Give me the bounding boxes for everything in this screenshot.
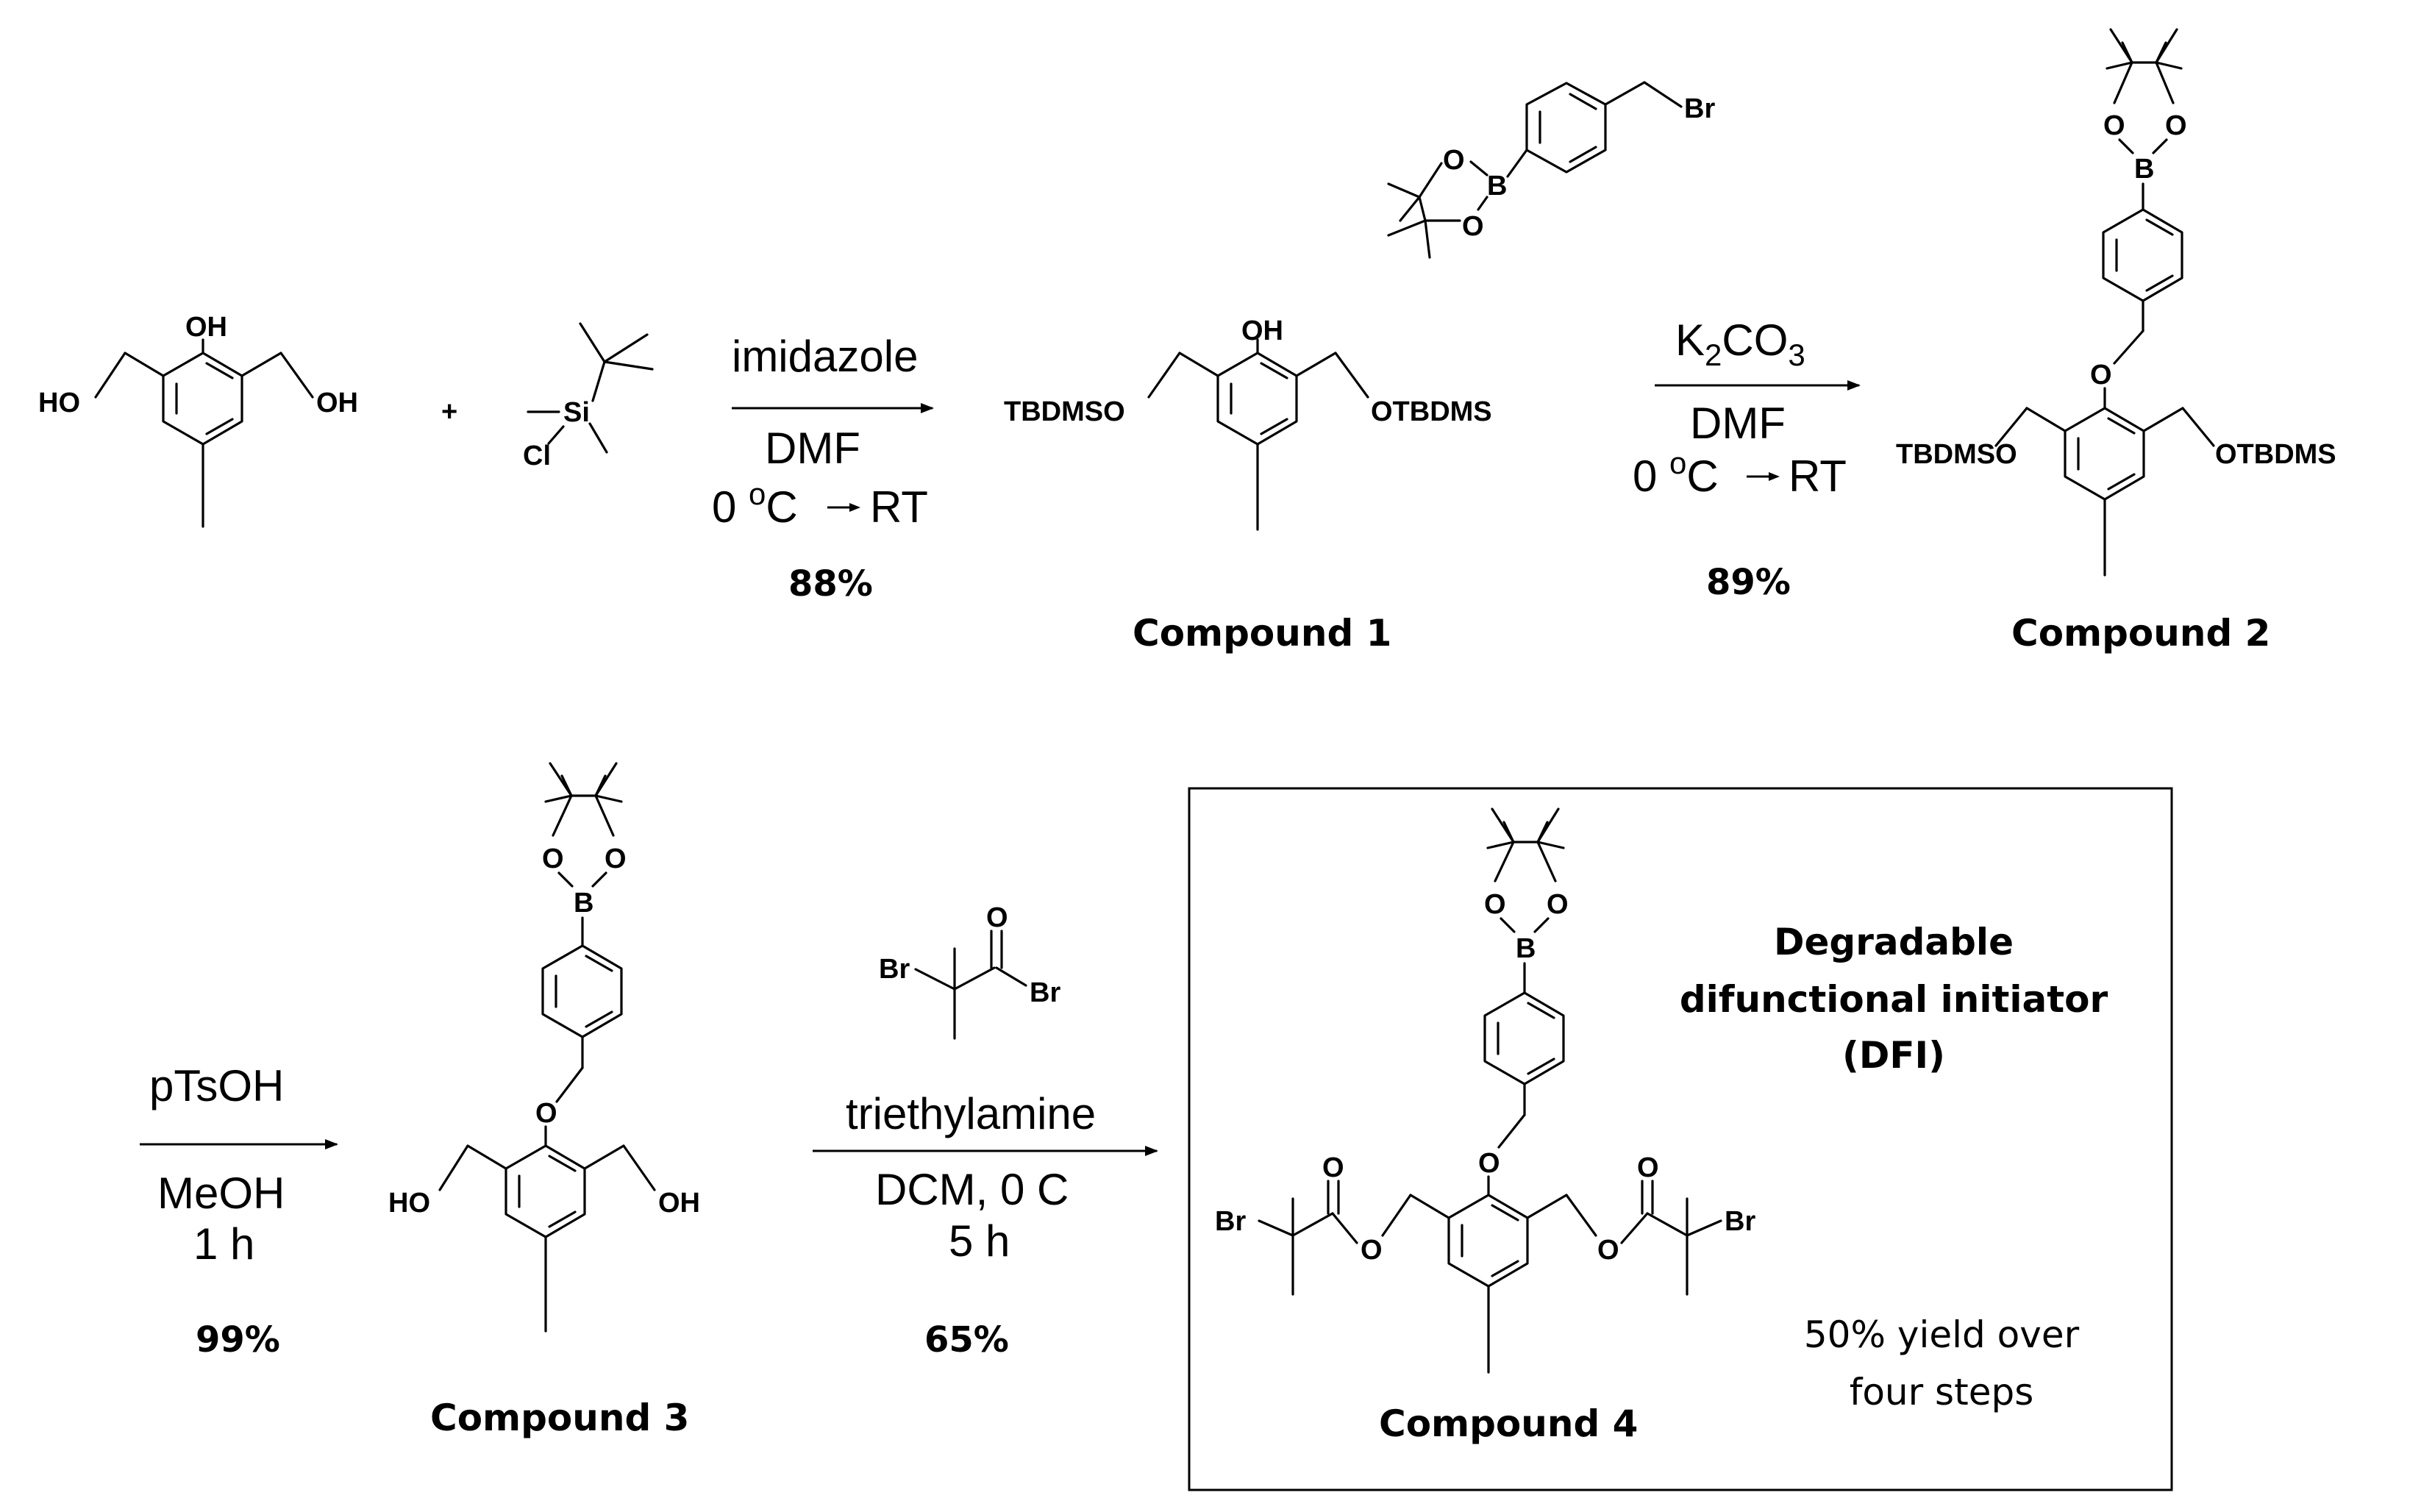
cl-label: Cl: [523, 441, 551, 471]
o-label: O: [1443, 145, 1465, 176]
step1-solvent: DMF: [765, 424, 860, 473]
dfi-line-2: difunctional initiator: [1680, 978, 2108, 1021]
oh-label: OH: [185, 312, 227, 343]
compound-2-label: Compound 2: [2011, 612, 2270, 655]
tbdmscl: Si Cl: [523, 322, 654, 471]
compound-4: O O B O O O Br O: [1215, 807, 1755, 1445]
tbdmso-label: TBDMSO: [1896, 439, 2017, 470]
br-label: Br: [1215, 1206, 1246, 1237]
step3: pTsOH MeOH 1 h 99%: [140, 1061, 338, 1361]
b-label: B: [2134, 154, 2154, 185]
o-label: O: [1478, 1148, 1500, 1179]
compound-1-label: Compound 1: [1133, 612, 1391, 655]
overall-yield-line-1: 50% yield over: [1804, 1313, 2080, 1356]
plus-sign: +: [441, 396, 457, 427]
compound-4-box: [1188, 787, 2173, 1491]
o-label: O: [2090, 360, 2112, 391]
o-label: O: [1462, 211, 1484, 242]
benzyl-bromide-reagent: Br B O O: [1387, 81, 1715, 259]
ho-label: HO: [388, 1188, 430, 1219]
si-label: Si: [563, 397, 590, 428]
o-label: O: [605, 844, 627, 874]
otbdms-label: OTBDMS: [2215, 439, 2336, 470]
step2-temp-end: RT: [1789, 452, 1847, 501]
step4: triethylamine DCM, 0 C 5 h 65%: [813, 1089, 1158, 1361]
dfi-annotation: Degradable difunctional initiator (DFI): [1680, 921, 2108, 1077]
o-label: O: [1637, 1152, 1659, 1183]
overall-yield-line-2: four steps: [1850, 1371, 2034, 1413]
overall-yield-note: 50% yield over four steps: [1804, 1313, 2080, 1413]
o-label: O: [1597, 1235, 1619, 1266]
oh-label: OH: [658, 1188, 700, 1219]
o-label: O: [1322, 1152, 1344, 1183]
starting-diol: OH HO OH: [38, 312, 358, 528]
dfi-line-1: Degradable: [1774, 921, 2014, 963]
step1-yield: 88%: [788, 563, 873, 605]
step4-time: 5 h: [949, 1216, 1010, 1266]
o-label: O: [1361, 1235, 1383, 1266]
oh-label: OH: [1241, 315, 1283, 346]
step4-yield: 65%: [924, 1319, 1009, 1361]
br-label: Br: [1684, 93, 1715, 124]
step4-solvent: DCM, 0 C: [875, 1165, 1069, 1214]
step3-reagent: pTsOH: [149, 1061, 284, 1110]
step1-reagent: imidazole: [732, 332, 918, 381]
step2: K2CO3 DMF 0 oC RT 89%: [1633, 315, 1861, 603]
compound-3-label: Compound 3: [430, 1397, 689, 1439]
step1: imidazole DMF 0 oC RT 88%: [712, 332, 934, 605]
step2-yield: 89%: [1706, 562, 1791, 603]
o-label: O: [2103, 110, 2125, 141]
otbdms-label: OTBDMS: [1371, 396, 1492, 427]
step3-solvent: MeOH: [157, 1169, 285, 1218]
o-label: O: [535, 1098, 557, 1129]
b-label: B: [1516, 933, 1536, 964]
b-label: B: [1487, 171, 1507, 202]
step1-temp-end: RT: [870, 482, 928, 532]
step3-time: 1 h: [193, 1219, 254, 1269]
compound-2: O O B O TBDMSO OTBDMS Compound 2: [1896, 28, 2336, 655]
step1-temperature: 0 oC: [712, 477, 798, 532]
ho-label: HO: [38, 388, 80, 418]
compound-3: O O B O HO OH Compound 3: [388, 762, 700, 1439]
o-label: O: [542, 844, 564, 874]
dfi-line-3: (DFI): [1842, 1034, 1945, 1077]
o-label: O: [2165, 110, 2187, 141]
o-label: O: [1547, 889, 1569, 920]
br-label: Br: [879, 954, 910, 985]
br-label: Br: [1030, 977, 1060, 1008]
o-label: O: [986, 902, 1008, 933]
step4-reagent: triethylamine: [846, 1089, 1096, 1138]
oh-label: OH: [316, 388, 358, 418]
bromoisobutyryl-bromide: Br O Br: [879, 902, 1060, 1040]
compound-1: OH TBDMSO OTBDMS Compound 1: [1004, 315, 1492, 655]
step2-temperature: 0 oC: [1633, 446, 1719, 501]
step2-solvent: DMF: [1690, 399, 1786, 448]
compound-4-label: Compound 4: [1379, 1402, 1638, 1445]
step2-base: K2CO3: [1675, 315, 1805, 372]
b-label: B: [574, 888, 593, 919]
br-label: Br: [1725, 1206, 1755, 1237]
tbdmso-label: TBDMSO: [1004, 396, 1125, 427]
step3-yield: 99%: [196, 1319, 280, 1361]
o-label: O: [1484, 889, 1506, 920]
